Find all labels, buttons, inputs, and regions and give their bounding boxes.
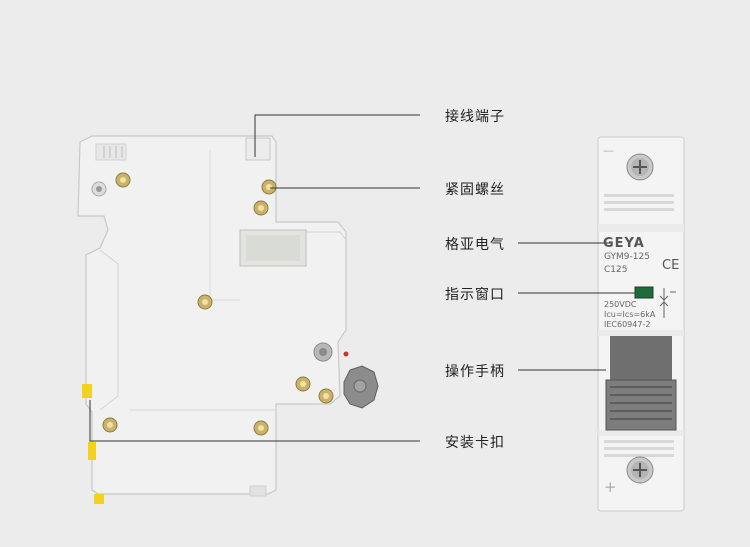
model-text: GYM9-125 [604,252,650,262]
brass-rivet [197,294,213,310]
brass-rivet [115,172,131,188]
standard-text: IEC60947-2 [604,320,651,329]
label-indicator: 指示窗口 [445,287,505,303]
label-clip: 安装卡扣 [445,435,505,451]
breaker-side-view [77,135,379,504]
voltage-text: 250VDC [604,300,637,309]
label-screw: 紧固螺丝 [445,182,505,198]
side-yellow-clip [82,384,104,504]
breaker-front-view [597,136,685,512]
side-rivet [91,181,107,197]
circuit-symbol-icon [659,288,676,318]
brass-rivet [253,420,269,436]
pivot-screw [313,342,333,362]
callout-lines [89,114,635,442]
brass-rivet [295,376,311,392]
side-housing [77,135,347,495]
bottom-terminal-screw [626,456,654,484]
plus-sign: + [604,478,617,496]
minus-sign: — [603,144,614,157]
label-handle: 操作手柄 [445,364,505,380]
front-indicator-window [634,286,654,299]
rating-text: C125 [604,265,628,275]
brass-rivet [318,388,334,404]
capacity-text: Icu=Ics=6kA [604,310,656,319]
front-handle [605,336,677,431]
label-arc-cover: 格亚电气 [445,237,505,253]
terminal-bracket [245,137,271,161]
label-terminal: 接线端子 [445,109,505,125]
brass-rivet [261,179,277,195]
brand-logo: GEYA [603,236,645,251]
side-handle [343,365,379,409]
brass-rivet [253,200,269,216]
callout-line-clip [89,400,420,442]
callout-line-terminal [254,114,420,157]
top-terminal-screw [626,153,654,181]
brass-rivet [102,417,118,433]
ce-mark: CE [662,258,680,273]
